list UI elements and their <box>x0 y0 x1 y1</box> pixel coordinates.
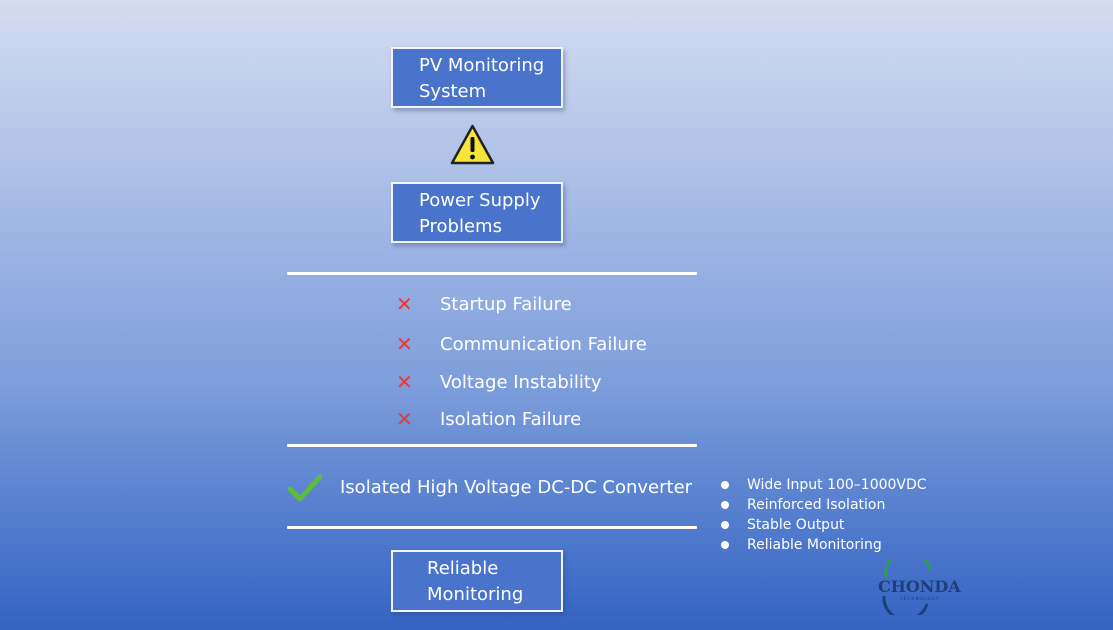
divider <box>287 526 697 529</box>
feature-label: Wide Input 100–1000VDC <box>747 477 927 493</box>
divider <box>287 444 697 447</box>
reliable-monitoring-box: Reliable Monitoring <box>391 550 563 612</box>
checkmark-icon <box>287 474 323 502</box>
power-supply-problems-box: Power Supply Problems <box>391 182 563 243</box>
bullet-icon <box>721 521 729 529</box>
chonda-logo: CHONDA TECHNOLOGY <box>872 560 967 615</box>
cross-icon: ✕ <box>396 332 413 356</box>
feature-item: Stable Output <box>721 517 844 533</box>
failure-item: ✕ Isolation Failure <box>396 407 581 431</box>
box-line: System <box>419 81 487 102</box>
logo-arc-icon <box>882 560 932 615</box>
feature-label: Reliable Monitoring <box>747 537 882 553</box>
box-line: Problems <box>419 216 502 237</box>
feature-item: Wide Input 100–1000VDC <box>721 477 927 493</box>
bullet-icon <box>721 501 729 509</box>
failure-item: ✕ Startup Failure <box>396 292 572 316</box>
pv-monitoring-box: PV Monitoring System <box>391 47 563 108</box>
logo-sub: TECHNOLOGY <box>900 596 940 601</box>
feature-label: Stable Output <box>747 517 845 533</box>
feature-item: Reinforced Isolation <box>721 497 885 513</box>
cross-icon: ✕ <box>396 407 413 431</box>
failure-item: ✕ Voltage Instability <box>396 370 602 394</box>
solution-label: Isolated High Voltage DC-DC Converter <box>340 477 693 498</box>
failure-label: Startup Failure <box>440 293 572 315</box>
failure-item: ✕ Communication Failure <box>396 332 647 356</box>
bullet-icon <box>721 481 729 489</box>
divider <box>287 272 697 275</box>
box-line: Monitoring <box>427 584 524 605</box>
logo-brand: CHONDA <box>878 577 961 596</box>
cross-icon: ✕ <box>396 370 413 394</box>
failure-label: Voltage Instability <box>440 371 602 393</box>
failure-label: Isolation Failure <box>440 408 582 430</box>
warning-icon <box>450 124 495 165</box>
box-line: PV Monitoring <box>419 55 545 76</box>
box-line: Reliable <box>427 558 499 579</box>
feature-item: Reliable Monitoring <box>721 537 882 553</box>
failure-label: Communication Failure <box>440 333 647 355</box>
bullet-icon <box>721 541 729 549</box>
box-line: Power Supply <box>419 190 541 211</box>
feature-label: Reinforced Isolation <box>747 497 886 513</box>
cross-icon: ✕ <box>396 292 413 316</box>
